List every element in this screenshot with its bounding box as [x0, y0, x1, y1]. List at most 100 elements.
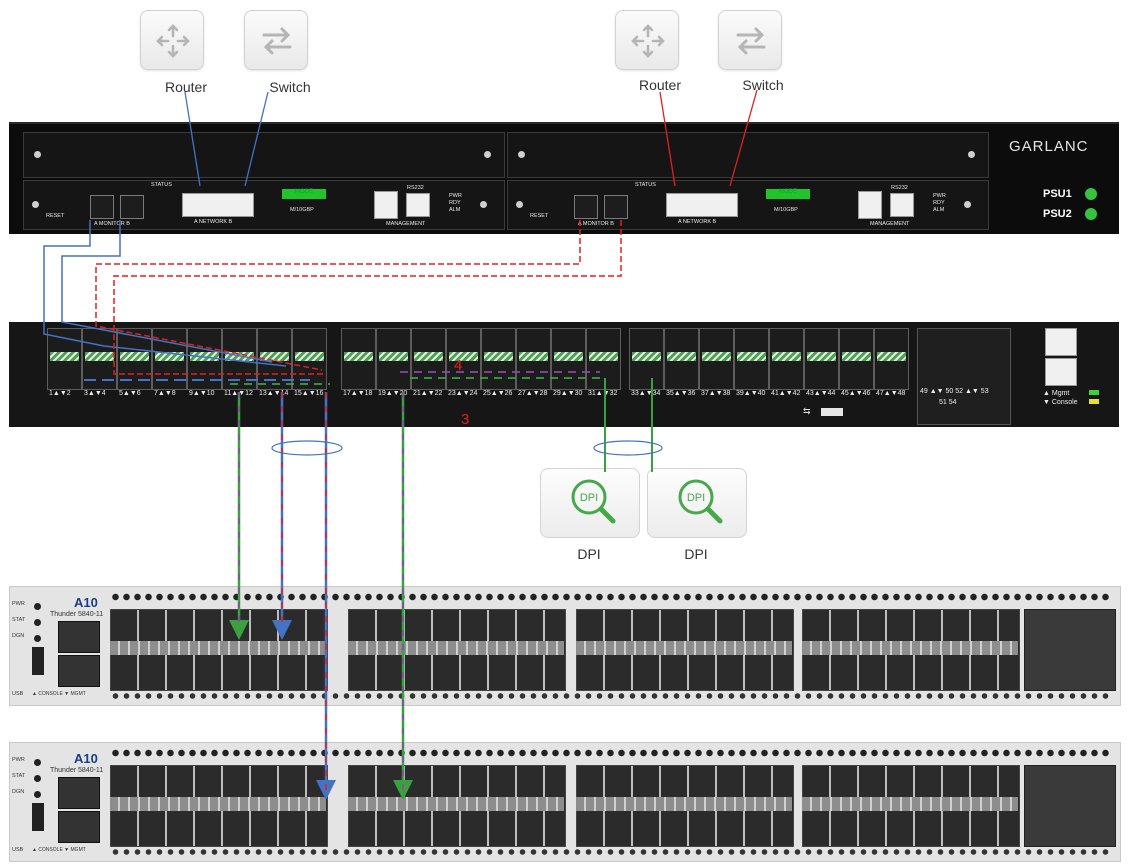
bottom-vent: [110, 691, 1110, 701]
sfp-port-pair[interactable]: [341, 328, 376, 390]
tap-blade-right: RESET A MONITOR B STATUS A NETWORK B MOD…: [507, 180, 989, 230]
sfp-bank-divider: [802, 797, 1018, 811]
port-led-stripe: [554, 352, 583, 361]
router-tile-right: [615, 10, 679, 70]
right-switch-link: [729, 89, 758, 187]
sfp-port-pair[interactable]: [411, 328, 446, 390]
console-rj45-port[interactable]: [58, 811, 100, 843]
dgn-label: DGN: [12, 789, 25, 795]
port-label: 25▲▼26: [483, 390, 513, 397]
status-led: [34, 775, 41, 782]
sfp-bank-divider: [110, 641, 326, 655]
monitor-port-b[interactable]: [604, 195, 628, 219]
sfp-bank-divider: [576, 797, 792, 811]
port-label: 19▲▼20: [378, 390, 408, 397]
pwr-label: PWR: [12, 601, 25, 607]
alm-label: ALM: [933, 207, 945, 213]
sfp-port-pair[interactable]: [629, 328, 664, 390]
uplink-port-block[interactable]: [917, 328, 1011, 425]
usb-port[interactable]: [32, 803, 44, 831]
status-led: [34, 603, 41, 610]
sfp-bank-divider: [348, 797, 564, 811]
monitor-port-a[interactable]: [90, 195, 114, 219]
monitor-label: A MONITOR B: [94, 221, 130, 227]
sfp-port-pair[interactable]: [446, 328, 481, 390]
port-led-stripe: [379, 352, 408, 361]
sfp-bank-divider: [802, 641, 1018, 655]
port-label: 35▲▼36: [666, 390, 696, 397]
mgmt-port[interactable]: [1045, 328, 1077, 356]
psu2-label: PSU2: [1043, 208, 1072, 220]
port-led-stripe: [772, 352, 801, 361]
sfp-port-pair[interactable]: [769, 328, 804, 390]
sfp-port-pair[interactable]: [664, 328, 699, 390]
mgmt-rj45-port[interactable]: [58, 777, 100, 809]
sfp-port-pair[interactable]: [586, 328, 621, 390]
dgn-label: DGN: [12, 633, 25, 639]
management-rj45-port[interactable]: [858, 191, 882, 219]
port-led-stripe: [737, 352, 766, 361]
sfp-port-pair[interactable]: [874, 328, 909, 390]
usb-port[interactable]: [821, 408, 843, 416]
port-label: 33▲▼34: [631, 390, 661, 397]
router-icon: [156, 24, 190, 58]
usb-label: USB: [12, 847, 24, 853]
usb-port[interactable]: [32, 647, 44, 675]
qsfp-port-bank[interactable]: [1024, 609, 1116, 691]
status-label: STATUS: [635, 182, 656, 188]
console-label: ▼ Console: [1043, 399, 1078, 406]
sfp-port-pair[interactable]: [516, 328, 551, 390]
sfp-port-pair[interactable]: [481, 328, 516, 390]
sfp-port-pair[interactable]: [551, 328, 586, 390]
port-led-stripe: [344, 352, 373, 361]
reset-label: RESET: [530, 213, 549, 219]
uplink-port-labels: 49 ▲▼ 50 52 ▲▼ 53: [920, 388, 989, 395]
right-router-link: [659, 91, 676, 187]
sfp-port-pair[interactable]: [804, 328, 839, 390]
sfp-port-pair[interactable]: [376, 328, 411, 390]
mgmt-rj45-port[interactable]: [58, 621, 100, 653]
rs232-label: RS232: [891, 185, 908, 191]
sfp-port-pair[interactable]: [699, 328, 734, 390]
router-tile-left: [140, 10, 204, 70]
management-rj45-port[interactable]: [374, 191, 398, 219]
mgmt-label: ▲ Mgmt: [1043, 390, 1070, 397]
right-monitor-b-cable: [113, 220, 622, 375]
port-label: 31▲▼32: [588, 390, 618, 397]
switch-icon: [736, 27, 766, 55]
console-port[interactable]: [1045, 358, 1077, 386]
top-vent: [110, 747, 1110, 759]
dpi-tile-right: DPI: [647, 468, 747, 538]
qsfp-port-bank[interactable]: [1024, 765, 1116, 847]
internal-mappings: [230, 371, 606, 385]
port-led-stripe: [519, 352, 548, 361]
port-led-stripe: [449, 352, 478, 361]
router-label-right: Router: [638, 77, 682, 93]
monitor-port-b[interactable]: [120, 195, 144, 219]
network-ports[interactable]: [182, 193, 254, 217]
right-monitor-a-cable: [95, 220, 581, 371]
port-led-stripe: [842, 352, 871, 361]
sfp-port-pair[interactable]: [839, 328, 874, 390]
console-rj45-port[interactable]: [58, 655, 100, 687]
port-led-stripe: [589, 352, 618, 361]
port-label: 43▲▼44: [806, 390, 836, 397]
sfp-port-pair[interactable]: [734, 328, 769, 390]
alm-label: ALM: [449, 207, 461, 213]
rs232-port[interactable]: [890, 193, 914, 217]
rs232-port[interactable]: [406, 193, 430, 217]
pwr-label: PWR: [449, 193, 462, 199]
psu1-label: PSU1: [1043, 188, 1072, 200]
status-led: [34, 619, 41, 626]
rs232-label: RS232: [407, 185, 424, 191]
blank-blade-left: [23, 132, 505, 178]
network-ports[interactable]: [666, 193, 738, 217]
port-led-stripe: [632, 352, 661, 361]
port-led-stripe: [155, 352, 184, 361]
port-label: 5▲▼6: [119, 390, 141, 397]
dpi-magnifier-icon: DPI: [571, 479, 616, 524]
model-label: Thunder 5840-11: [50, 767, 104, 774]
monitor-port-a[interactable]: [574, 195, 598, 219]
sfp-port-pair[interactable]: [47, 328, 82, 390]
port-label: 7▲▼8: [154, 390, 176, 397]
